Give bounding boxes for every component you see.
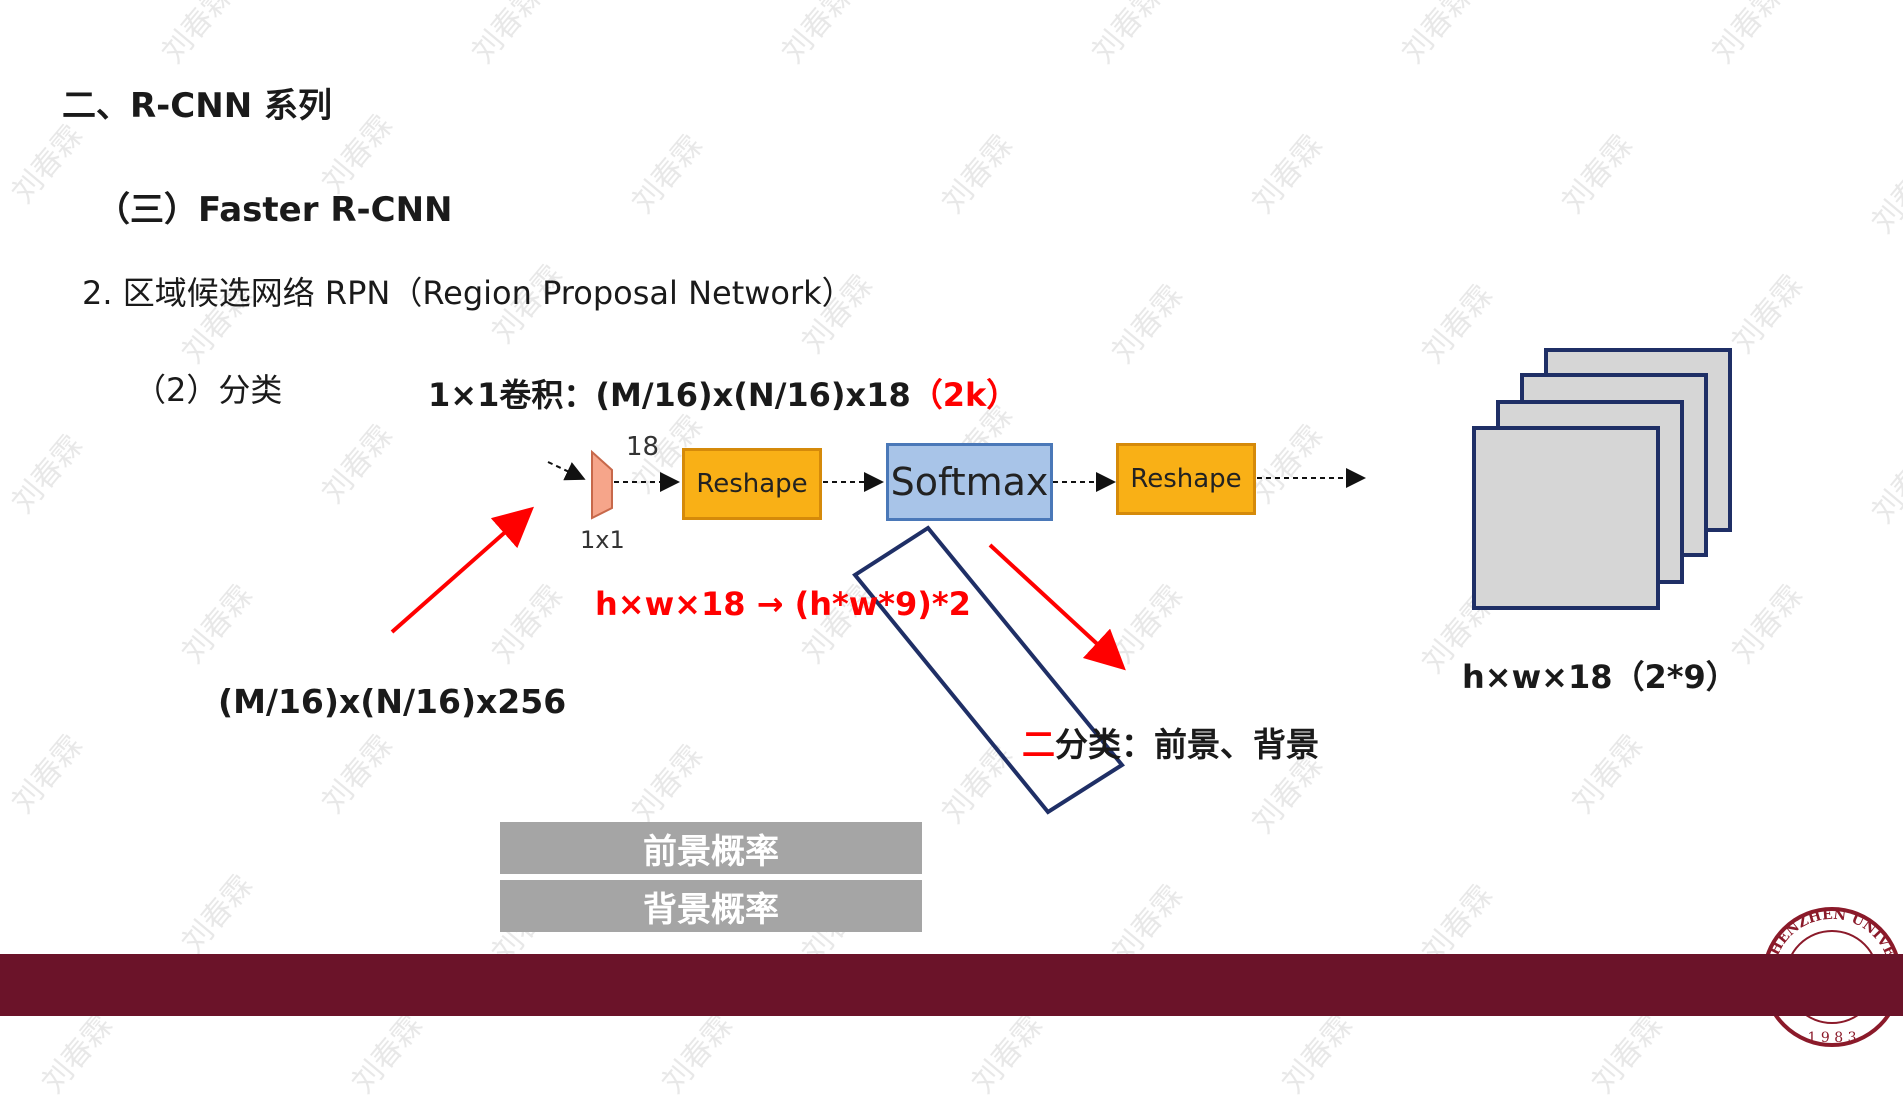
- section-heading: 二、R-CNN 系列: [62, 86, 332, 126]
- kernel-shape: [591, 449, 613, 520]
- feature-map-stack: [1472, 348, 1732, 610]
- subsection-heading: （三）Faster R-CNN: [96, 190, 453, 230]
- svg-text:1 9 8 3: 1 9 8 3: [1808, 1030, 1857, 1046]
- input-red-arrow: [390, 506, 534, 634]
- background-probability-bar: 背景概率: [500, 880, 922, 932]
- channel-label: 18: [626, 432, 660, 462]
- footer-bar: [0, 954, 1903, 1016]
- topic-heading: 2. 区域候选网络 RPN（Region Proposal Network）: [82, 274, 854, 312]
- input-arrow: [547, 461, 586, 481]
- reshape-box-1: Reshape: [682, 448, 822, 520]
- reshape-box-2: Reshape: [1116, 443, 1256, 515]
- softmax-box: Softmax: [886, 443, 1053, 521]
- softmax-red-arrow: [988, 543, 1126, 671]
- kernel-label: 1x1: [580, 526, 625, 554]
- conv-label: 1×1卷积：(M/16)x(N/16)x18（2k）: [428, 370, 1018, 416]
- conv-label-text: 1×1卷积：(M/16)x(N/16)x18: [428, 376, 911, 414]
- input-shape-label: (M/16)x(N/16)x256: [218, 682, 567, 721]
- highlight-outline: [852, 525, 1125, 815]
- output-shape-label: h×w×18（2*9）: [1462, 658, 1738, 696]
- classification-label-red: 二: [1022, 725, 1055, 764]
- classification-label-text: 分类：前景、背景: [1055, 725, 1319, 764]
- classification-label: 二分类：前景、背景: [1022, 718, 1319, 766]
- item-heading: （2）分类: [134, 371, 283, 409]
- diagram-canvas: SHENZHEN UNIVERSITY 1 9 8 3 深圳大学: [0, 0, 1902, 1047]
- foreground-probability-bar: 前景概率: [500, 822, 922, 874]
- conv-label-k: （2k）: [910, 376, 1019, 414]
- reshape-formula: h×w×18 → (h*w*9)*2: [595, 585, 971, 623]
